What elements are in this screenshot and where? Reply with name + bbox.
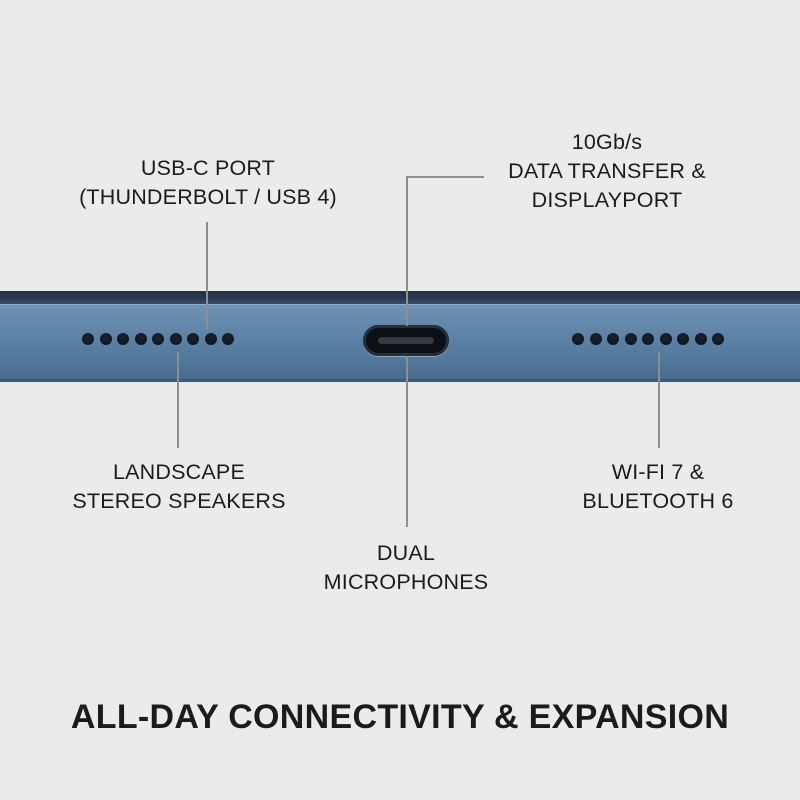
usb-c-port-label: USB-C PORT (THUNDERBOLT / USB 4) <box>58 154 358 212</box>
label-line: BLUETOOTH 6 <box>582 489 734 513</box>
speaker-hole <box>169 333 182 345</box>
speaker-hole <box>659 333 672 345</box>
speaker-hole <box>712 333 724 345</box>
microphones-label: DUAL MICROPHONES <box>297 539 515 597</box>
speaker-hole <box>187 333 199 345</box>
label-line: LANDSCAPE <box>112 460 246 484</box>
speakers-label: LANDSCAPE STEREO SPEAKERS <box>50 458 308 516</box>
right-speaker-grille <box>572 333 724 345</box>
data-transfer-label: 10Gb/s DATA TRANSFER & DISPLAYPORT <box>487 128 727 215</box>
speaker-hole <box>607 333 619 345</box>
label-line: DUAL <box>376 541 436 565</box>
label-line: 10Gb/s <box>571 130 643 154</box>
speaker-hole <box>694 333 707 345</box>
speaker-hole <box>152 333 164 345</box>
label-line: STEREO SPEAKERS <box>72 489 286 513</box>
page-headline: ALL-DAY CONNECTIVITY & EXPANSION <box>70 698 730 736</box>
speaker-hole <box>222 333 234 345</box>
speaker-hole <box>82 333 94 345</box>
speaker-hole <box>642 333 654 345</box>
speaker-hole <box>99 333 112 345</box>
wireless-callout-line <box>658 352 660 448</box>
speaker-hole <box>589 333 602 345</box>
speaker-hole <box>134 333 147 345</box>
speaker-hole <box>572 333 584 345</box>
device-top-edge <box>0 291 800 304</box>
label-line: WI-FI 7 & <box>611 460 705 484</box>
data-transfer-callout-line <box>406 176 408 326</box>
speaker-hole <box>117 333 129 345</box>
speakers-callout-line <box>177 352 179 448</box>
left-speaker-grille <box>82 333 234 345</box>
label-line: (THUNDERBOLT / USB 4) <box>79 185 337 209</box>
usb-c-connector-tongue <box>378 337 434 344</box>
speaker-hole <box>204 333 217 345</box>
label-line: MICROPHONES <box>323 570 489 594</box>
speaker-hole <box>624 333 637 345</box>
label-line: DATA TRANSFER & <box>508 159 706 183</box>
device-edge-shadow <box>0 379 800 382</box>
usb-c-callout-line <box>206 222 208 329</box>
label-line: USB-C PORT <box>140 156 276 180</box>
wireless-label: WI-FI 7 & BLUETOOTH 6 <box>553 458 763 516</box>
microphones-callout-line <box>406 356 408 527</box>
speaker-hole <box>677 333 689 345</box>
data-transfer-callout-leader <box>406 176 484 178</box>
label-line: DISPLAYPORT <box>531 188 683 212</box>
